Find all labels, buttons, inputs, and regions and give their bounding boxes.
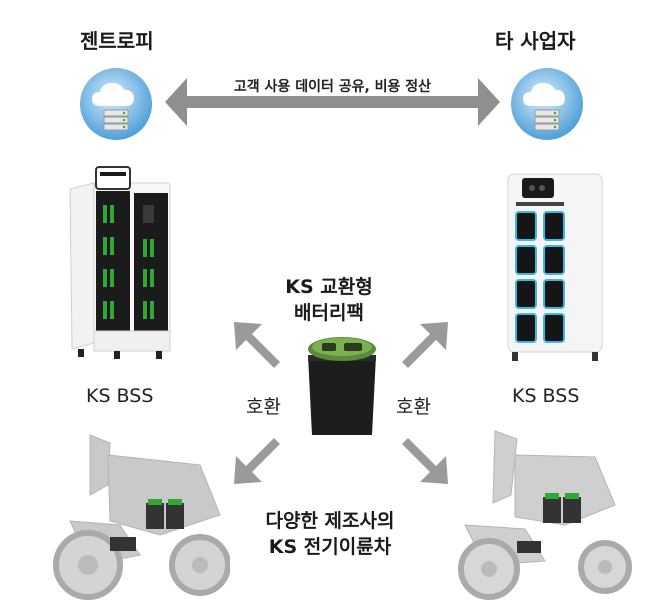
battery-title-line2: 배터리팩 — [294, 302, 364, 324]
cloud-server-icon — [78, 66, 154, 142]
double-arrow — [165, 76, 500, 128]
arrow-down-left-icon — [232, 436, 282, 486]
arrow-up-left-icon — [232, 320, 282, 370]
compat-left-label: 호환 — [246, 396, 281, 418]
bottom-caption: 다양한 제조사의 KS 전기이륜차 — [240, 508, 420, 560]
arrow-caption: 고객 사용 데이터 공유, 비용 정산 — [233, 79, 432, 95]
battery-title: KS 교환형 배터리팩 — [250, 274, 408, 326]
battery-title-line1: KS 교환형 — [285, 276, 373, 298]
arrow-down-right-icon — [400, 436, 450, 486]
right-battery-station — [506, 172, 606, 364]
bottom-caption-line1: 다양한 제조사의 — [265, 510, 395, 532]
battery-pack — [300, 333, 384, 439]
right-scooter-image — [455, 425, 635, 603]
compat-right-label: 호환 — [396, 396, 431, 418]
right-company-name: 타 사업자 — [495, 29, 576, 53]
bottom-caption-line2: KS 전기이륜차 — [268, 536, 392, 558]
cloud-server-icon — [509, 66, 585, 142]
arrow-up-right-icon — [400, 320, 450, 370]
left-scooter-image — [50, 425, 230, 603]
left-station-label: KS BSS — [86, 385, 154, 407]
left-battery-station — [64, 163, 182, 363]
right-station-label: KS BSS — [512, 385, 580, 407]
left-company-name: 젠트로피 — [80, 29, 154, 53]
